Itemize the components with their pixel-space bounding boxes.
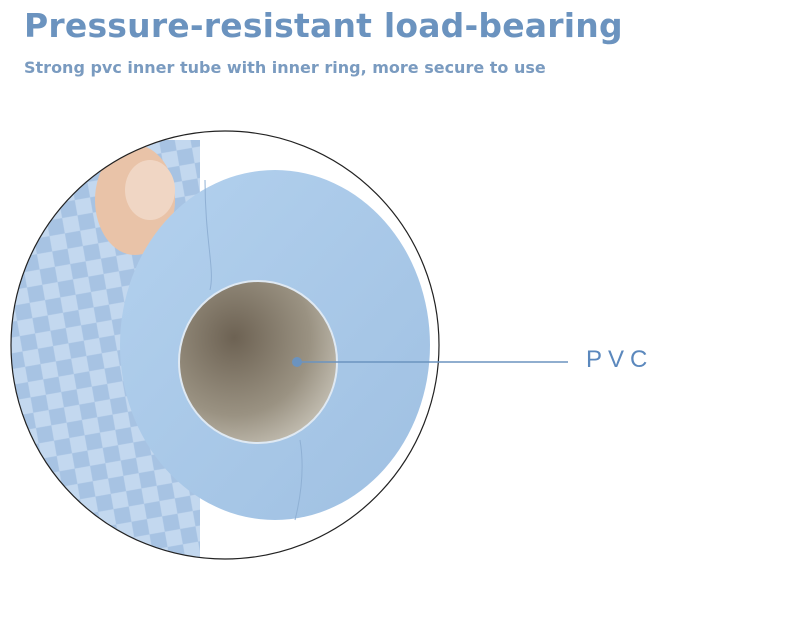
- callout-dot: [292, 357, 302, 367]
- pvc-callout-label: PVC: [586, 346, 654, 373]
- subheadline: Strong pvc inner tube with inner ring, m…: [24, 58, 546, 77]
- magnifier-circle: [10, 130, 440, 560]
- headline: Pressure-resistant load-bearing: [24, 6, 623, 45]
- magnified-view: [11, 131, 439, 559]
